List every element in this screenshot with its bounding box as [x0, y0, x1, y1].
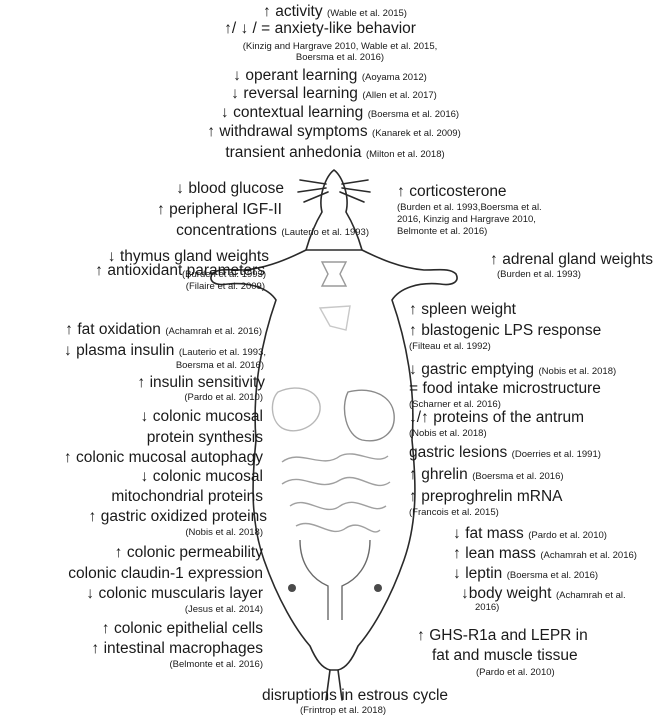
intestine-shape: [281, 453, 391, 533]
preproghrelin-label: ↑ preproghrelin mRNA: [409, 488, 563, 505]
concentrations-label: concentrations (Lauterio et al. 1993): [176, 222, 369, 239]
gastric-oxidized-ref: (Nobis et al. 2018): [185, 527, 263, 538]
food-intake-ref: (Scharner et al. 2016): [409, 399, 501, 410]
estrous-label: disruptions in estrous cycle: [261, 687, 449, 704]
insulin-sensitivity-label: ↑ insulin sensitivity: [137, 374, 265, 391]
macrophages-label: ↑ intestinal macrophages: [91, 640, 263, 657]
thymus-label: ↓ thymus gland weights: [107, 248, 269, 265]
leptin-label: ↓ leptin (Boersma et al. 2016): [453, 565, 599, 582]
preproghrelin-ref: (Francois et al. 2015): [409, 507, 499, 518]
rat-whiskers: [297, 179, 371, 203]
food-intake-label: = food intake microstructure: [409, 380, 601, 397]
stomach-shape: [271, 387, 321, 432]
liver-shape: [343, 389, 395, 442]
blastogenic-ref: (Filteau et al. 1992): [409, 341, 491, 352]
autophagy-label: ↑ colonic mucosal autophagy: [63, 449, 263, 466]
epithelial-label: ↑ colonic epithelial cells: [101, 620, 263, 637]
rat-tail: [325, 669, 343, 701]
claudin-label: colonic claudin-1 expression: [68, 565, 263, 582]
antioxidant-label: ↑ antioxidant parameters: [95, 262, 265, 279]
plasma-insulin-ref-2: Boersma et al. 2016): [175, 360, 264, 371]
permeability-label: ↑ colonic permeability: [114, 544, 263, 561]
ghsr-label-1: ↑ GHS-R1a and LEPR in: [417, 627, 588, 644]
anhedonia-label: transient anhedonia (Milton et al. 2018): [225, 144, 445, 161]
corticosterone-ref-3: Belmonte et al. 2016): [397, 226, 488, 237]
insulin-sensitivity-ref: (Pardo et al. 2010): [184, 392, 263, 403]
corticosterone-label: ↑ corticosterone: [397, 183, 507, 200]
protein-synthesis-label-1: ↓ colonic mucosal: [140, 408, 263, 425]
ovary-right: [374, 584, 382, 592]
antrum-ref: (Nobis et al. 2018): [409, 428, 487, 439]
mitochondrial-label-1: ↓ colonic mucosal: [140, 468, 263, 485]
withdrawal-label: ↑ withdrawal symptoms (Kanarek et al. 20…: [207, 123, 461, 140]
antrum-label: ↓/↑ proteins of the antrum: [409, 409, 585, 426]
reversal-learning-label: ↓ reversal learning (Allen et al. 2017): [231, 85, 437, 102]
adrenal-ref: (Burden et al. 1993): [497, 269, 581, 280]
antioxidant-ref: (Filaire et al. 2009): [185, 281, 265, 292]
contextual-learning-label: ↓ contextual learning (Boersma et al. 20…: [220, 104, 460, 121]
rat-body: [210, 249, 458, 671]
ghsr-label-2: fat and muscle tissue: [432, 647, 578, 664]
protein-synthesis-label-2: protein synthesis: [146, 429, 263, 446]
ghsr-ref: (Pardo et al. 2010): [476, 667, 555, 678]
macrophages-ref: (Belmonte et al. 2016): [169, 659, 263, 670]
activity-label: ↑ activity (Wable et al. 2015): [263, 3, 407, 20]
plasma-insulin-label: ↓ plasma insulin (Lauterio et al. 1993,: [63, 342, 266, 359]
anxiety-label: ↑/ ↓ / = anxiety-like behavior: [224, 20, 416, 37]
fat-oxidation-label: ↑ fat oxidation (Achamrah et al. 2016): [65, 321, 262, 338]
rat-head: [305, 169, 363, 251]
lung-shape: [318, 305, 351, 331]
spleen-label: ↑ spleen weight: [409, 301, 516, 318]
corticosterone-ref-1: (Burden et al. 1993,Boersma et al.: [397, 202, 542, 213]
blood-glucose-label: ↓ blood glucose: [176, 180, 284, 197]
body-weight-ref-2: 2016): [475, 602, 500, 613]
igf-label: ↑ peripheral IGF-II: [156, 201, 282, 218]
gastric-emptying-label: ↓ gastric emptying (Nobis et al. 2018): [409, 361, 617, 378]
anxiety-ref-2: Boersma et al. 2016): [295, 52, 385, 63]
thymus-ref: (Burden et al. 1993): [182, 269, 266, 280]
muscularis-ref: (Jesus et al. 2014): [184, 604, 263, 615]
adrenal-label: ↑ adrenal gland weights: [490, 251, 654, 268]
gastric-lesions-label: gastric lesions (Doerries et al. 1991): [409, 444, 601, 461]
fat-mass-label: ↓ fat mass (Pardo et al. 2010): [453, 525, 607, 542]
muscularis-label: ↓ colonic muscularis layer: [86, 585, 263, 602]
gastric-oxidized-label: ↑ gastric oxidized proteins: [88, 508, 267, 525]
body-weight-label: ↓body weight (Achamrah et al.: [461, 585, 626, 602]
lean-mass-label: ↑ lean mass (Achamrah et al. 2016): [453, 545, 637, 562]
estrous-ref: (Frintrop et al. 2018): [299, 705, 387, 716]
corticosterone-ref-2: 2016, Kinzig and Hargrave 2010,: [397, 214, 536, 225]
anxiety-ref-1: (Kinzig and Hargrave 2010, Wable et al. …: [242, 41, 438, 52]
operant-learning-label: ↓ operant learning (Aoyama 2012): [233, 67, 427, 84]
mitochondrial-label-2: mitochondrial proteins: [111, 488, 263, 505]
thymus-shape: [320, 261, 348, 287]
colon-shape: [299, 539, 371, 620]
blastogenic-label: ↑ blastogenic LPS response: [409, 322, 602, 339]
ghrelin-label: ↑ ghrelin (Boersma et al. 2016): [409, 466, 564, 483]
ovary-left: [288, 584, 296, 592]
